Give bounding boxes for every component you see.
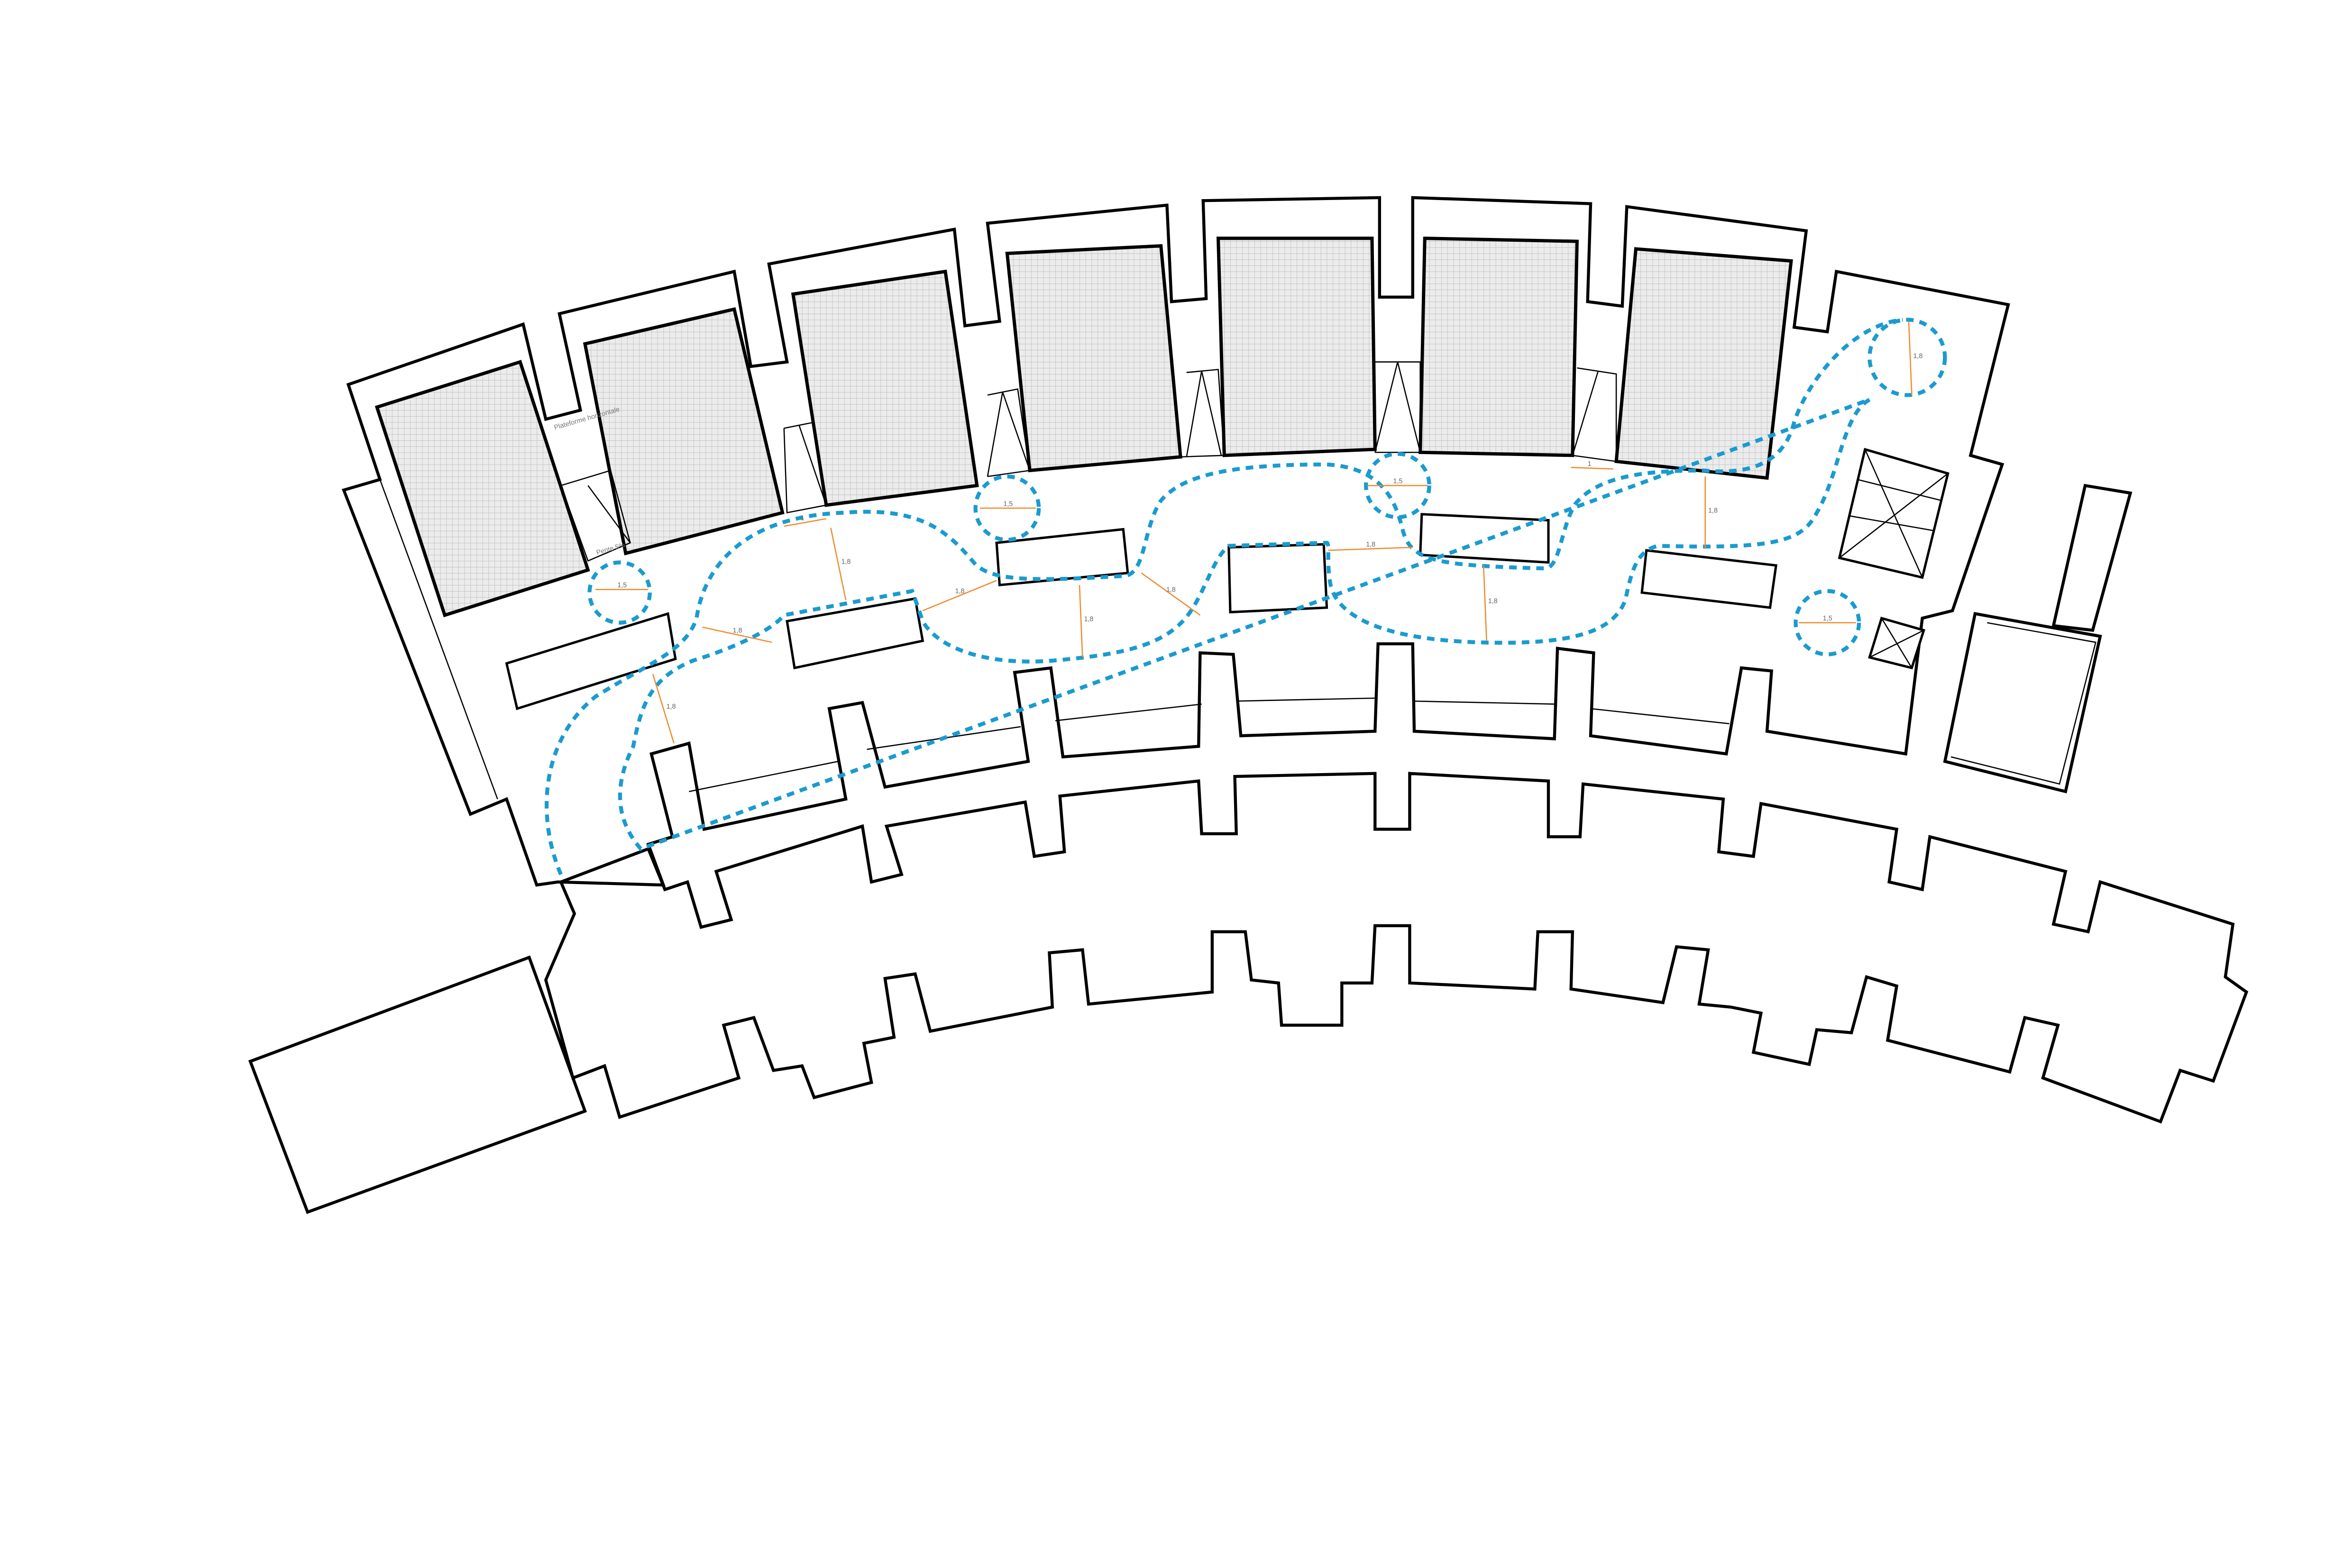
dimension-label: 1,5 [1003, 500, 1013, 508]
tables [505, 447, 1949, 711]
dimension-lines: 1,5 1,5 1,5 1,8 1,5 1 1 1,8 1,8 1,8 1,8 1,8 1,8 1,8 1,… [595, 321, 1923, 744]
table [505, 612, 677, 711]
lower-building-outline [544, 772, 2249, 1124]
dimension-line [1079, 585, 1083, 657]
desk-lines [689, 697, 1730, 793]
annex-tower [2051, 483, 2132, 632]
dimension-label: 1,8 [1366, 541, 1375, 548]
dimension-line [784, 518, 826, 527]
dimension-line [1571, 466, 1613, 470]
turning-circle [1794, 589, 1861, 656]
slope-label: Pente 5% [595, 541, 626, 557]
dimension-label: 1,8 [1166, 586, 1176, 594]
dimension-line [652, 674, 675, 744]
dimension-line [922, 580, 997, 611]
turning-circles [587, 318, 1947, 656]
hatched-panel [1005, 244, 1182, 473]
lower-left-room [248, 955, 587, 1214]
annex-inner-line [1950, 622, 2096, 785]
table [786, 597, 924, 670]
dimension-label: 1,8 [1084, 616, 1094, 623]
inner-wall-line [379, 479, 498, 800]
dimension-label: 1,8 [733, 627, 742, 634]
hatched-panels [375, 237, 1793, 618]
dimension-label: 1 [801, 514, 805, 522]
dimension-line [1141, 572, 1201, 616]
ramps [560, 361, 1617, 562]
table [1227, 543, 1328, 614]
annex-room [1943, 611, 2102, 793]
hatched-panel [1419, 237, 1579, 457]
table [1640, 549, 1778, 609]
table [995, 528, 1129, 586]
small-crossed-box [1868, 617, 1926, 670]
upper-building-outline [341, 196, 2010, 887]
accessible-route [544, 318, 1903, 875]
dimension-label: 1,8 [1488, 597, 1498, 605]
hatched-panel [791, 269, 979, 507]
turning-circle [1364, 452, 1431, 520]
dimension-label: 1,8 [1913, 353, 1923, 360]
dimension-label: 1,8 [1708, 507, 1718, 515]
hatched-panel [1614, 247, 1793, 480]
dimension-label: 1,5 [617, 582, 627, 589]
dimension-line [830, 528, 847, 601]
turning-circle [1867, 318, 1947, 397]
turning-circle [973, 474, 1041, 542]
dimension-line [1483, 565, 1487, 641]
hatched-panel [1216, 237, 1377, 457]
crossed-storage-box [1838, 447, 1949, 579]
dimension-line [702, 627, 772, 643]
dimension-label: 1,5 [1393, 478, 1402, 485]
dimension-line [1328, 547, 1413, 551]
dimension-label: 1,5 [1823, 615, 1832, 622]
dimension-label: 1,8 [667, 703, 676, 711]
dimension-label: 1 [1588, 460, 1592, 468]
dimension-line [1908, 321, 1913, 395]
dimension-label: 1,8 [842, 558, 851, 566]
hatched-panel [583, 307, 785, 556]
turning-circle [587, 560, 652, 625]
hatched-panel [375, 360, 590, 618]
dimension-label: 1,8 [955, 588, 965, 595]
